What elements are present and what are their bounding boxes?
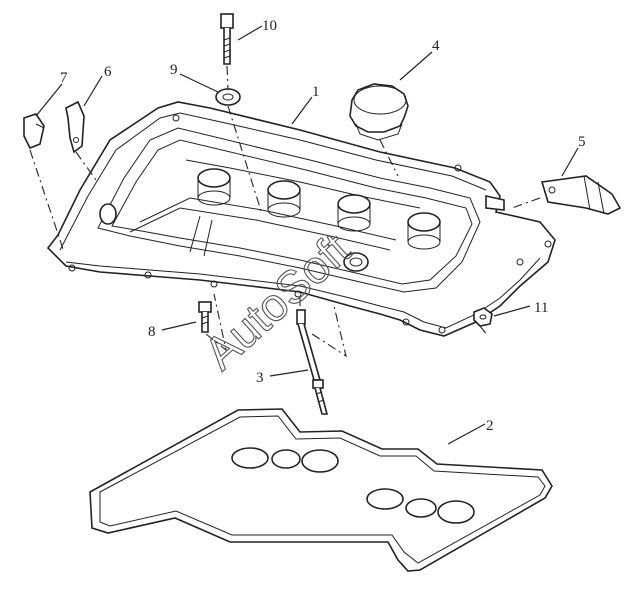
callout-9: 9 bbox=[170, 62, 178, 78]
callout-labels: 1 2 3 4 5 6 7 8 9 10 11 bbox=[60, 18, 586, 434]
callout-8: 8 bbox=[148, 324, 156, 340]
leader-lines bbox=[35, 25, 579, 445]
callout-4: 4 bbox=[432, 38, 440, 54]
callout-10: 10 bbox=[262, 18, 277, 34]
part-8-bolt bbox=[198, 301, 212, 333]
flange-bolt-holes bbox=[68, 114, 552, 334]
part-6-bracket bbox=[65, 100, 85, 154]
callout-5: 5 bbox=[578, 134, 586, 150]
part-1-valve-cover bbox=[46, 101, 556, 337]
callout-3: 3 bbox=[256, 370, 264, 386]
callout-1: 1 bbox=[312, 84, 320, 100]
part-10-bolt bbox=[220, 13, 234, 65]
part-3-stud bbox=[296, 309, 329, 415]
callout-6: 6 bbox=[104, 64, 112, 80]
callout-7: 7 bbox=[60, 70, 68, 86]
callout-2: 2 bbox=[486, 418, 494, 434]
part-5-bracket bbox=[540, 175, 622, 215]
coil-bores bbox=[197, 168, 441, 250]
callout-11: 11 bbox=[534, 300, 548, 316]
gasket-spark-plug-seals bbox=[231, 447, 475, 524]
assembly-lines bbox=[29, 65, 541, 358]
part-11-nut bbox=[473, 307, 493, 327]
part-7-bracket bbox=[23, 113, 45, 150]
part-9-grommet bbox=[215, 88, 241, 106]
part-4-oil-filler-cap bbox=[349, 83, 409, 141]
part-2-gasket bbox=[89, 408, 553, 572]
